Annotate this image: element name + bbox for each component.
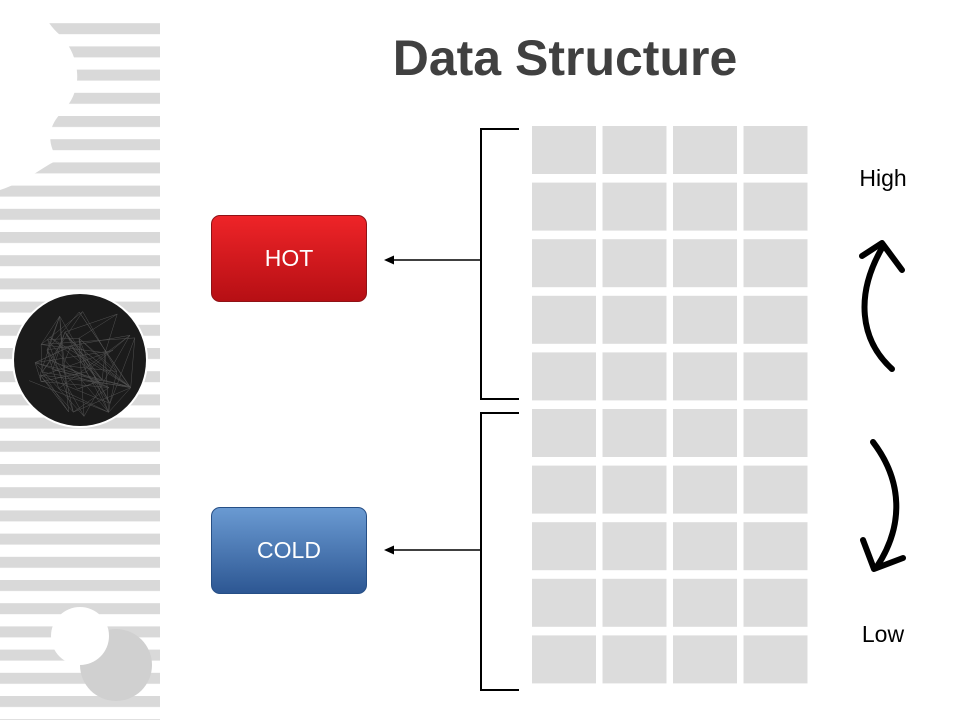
hot-tier-box: HOT: [211, 215, 367, 302]
left-decoration-panel: [0, 12, 160, 720]
grid-cell: [673, 239, 737, 288]
slide-title: Data Structure: [392, 30, 738, 86]
hot-connector-arrow: [384, 255, 481, 265]
high-priority-label: High: [859, 165, 907, 191]
network-globe-mesh: [29, 311, 136, 417]
grid-cell: [673, 465, 737, 514]
cold-bracket: [480, 412, 519, 691]
grid-cell: [673, 182, 737, 231]
grid-cell: [532, 465, 596, 514]
grid-cell: [532, 578, 596, 627]
grid-cell: [532, 409, 596, 457]
grid-cell: [532, 295, 596, 344]
grid-cell: [673, 409, 737, 457]
grid-cell: [532, 522, 596, 571]
low-priority-label: Low: [861, 621, 905, 647]
decorative-circle-white: [51, 607, 109, 665]
grid-cell: [743, 126, 808, 174]
grid-cell: [743, 182, 808, 231]
up-curved-arrow-icon: [859, 240, 905, 372]
cold-tier-label: COLD: [257, 537, 321, 563]
grid-cell: [602, 522, 667, 571]
grid-cell: [673, 126, 737, 174]
grid-cell: [673, 522, 737, 571]
grid-cell: [673, 295, 737, 344]
cold-connector-arrow: [384, 545, 481, 555]
grid-cell: [743, 465, 808, 514]
grid-cell: [673, 352, 737, 401]
data-grid: [532, 126, 808, 684]
grid-cell: [602, 182, 667, 231]
grid-cell: [673, 578, 737, 627]
grid-cell: [743, 578, 808, 627]
grid-cell: [602, 465, 667, 514]
grid-cell: [602, 239, 667, 288]
grid-cell: [743, 239, 808, 288]
grid-cell: [532, 182, 596, 231]
grid-cell: [743, 352, 808, 401]
grid-cell: [743, 522, 808, 571]
cold-tier-box: COLD: [211, 507, 367, 594]
hot-tier-label: HOT: [264, 245, 314, 271]
grid-cell: [673, 635, 737, 684]
grid-cell: [532, 352, 596, 401]
grid-cell: [602, 578, 667, 627]
grid-cell: [532, 635, 596, 684]
grid-cell: [602, 409, 667, 457]
grid-cell: [532, 239, 596, 288]
grid-cell: [743, 635, 808, 684]
grid-cell: [602, 635, 667, 684]
down-curved-arrow-icon: [860, 439, 906, 572]
grid-cell: [602, 352, 667, 401]
grid-cell: [532, 126, 596, 174]
grid-cell: [743, 409, 808, 457]
grid-cell: [602, 295, 667, 344]
hot-bracket: [480, 128, 519, 400]
grid-cell: [602, 126, 667, 174]
grid-cell: [743, 295, 808, 344]
